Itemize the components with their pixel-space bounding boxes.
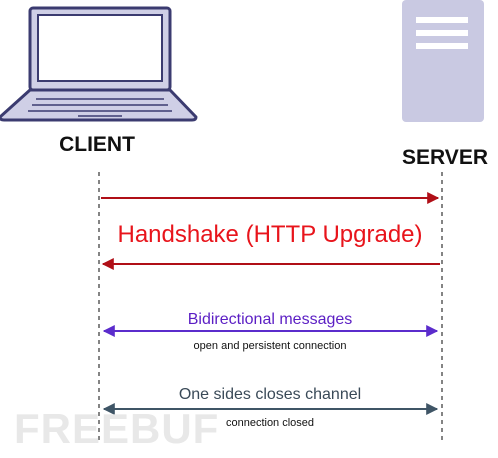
server-icon [402,0,484,122]
close-label: One sides closes channel [178,386,362,403]
server-label: SERVER [402,146,488,169]
client-label: CLIENT [59,133,135,156]
close-sublabel: connection closed [225,417,315,429]
bidirectional-label: Bidirectional messages [187,311,353,328]
watermark-logo: FREEBUF [14,405,220,452]
handshake-label: Handshake (HTTP Upgrade) [117,221,423,248]
laptop-icon [0,6,198,122]
bidirectional-sublabel: open and persistent connection [193,340,347,352]
